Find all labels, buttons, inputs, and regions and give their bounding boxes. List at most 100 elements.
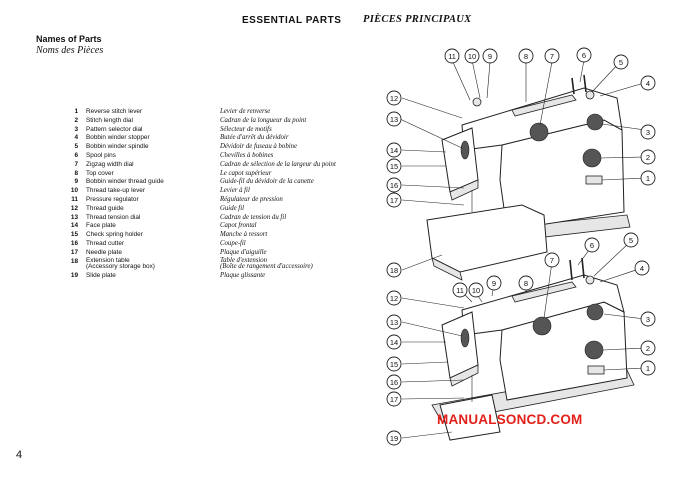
- section-heading-fr: Noms des Pièces: [36, 45, 104, 56]
- part-name-en: Thread take-up lever: [86, 187, 145, 195]
- part-name-en: Bobbin winder stopper: [86, 134, 150, 142]
- part-name-en: Stitch length dial: [86, 116, 133, 124]
- callout-label: 18: [390, 266, 398, 275]
- part-number: 6: [74, 151, 78, 159]
- callout-15: 15: [386, 356, 402, 372]
- callout-label: 12: [390, 94, 398, 103]
- part-number: 13: [70, 213, 78, 221]
- callout-2: 2: [640, 149, 656, 165]
- callout-1: 1: [640, 360, 656, 376]
- callout-13: 13: [386, 111, 402, 127]
- part-name-en: Check spring holder: [86, 231, 143, 239]
- callout-3: 3: [640, 124, 656, 140]
- part-name-en: Face plate: [86, 222, 116, 230]
- callout-3: 3: [640, 311, 656, 327]
- callout-label: 3: [646, 128, 650, 137]
- callout-label: 9: [488, 52, 492, 61]
- callout-14: 14: [386, 142, 402, 158]
- machine-illustration-top: [426, 74, 631, 281]
- part-name-en: Needle plate: [86, 248, 122, 256]
- callout-6: 6: [584, 237, 600, 253]
- part-name-en: Slide plate: [86, 271, 116, 279]
- list-item: 14 Face plate Capot frontal: [62, 222, 362, 231]
- part-number: 2: [74, 116, 78, 124]
- part-name-fr: Dévidoir de fuseau à bobine: [220, 143, 298, 151]
- page-title-en: ESSENTIAL PARTS: [242, 15, 342, 26]
- part-name-en-line2: (Accessory storage box): [86, 263, 155, 271]
- part-number: 14: [70, 222, 78, 230]
- callout-label: 7: [550, 52, 554, 61]
- part-number: 11: [71, 195, 78, 203]
- callout-15: 15: [386, 158, 402, 174]
- sewing-machine-diagrams: 11 10 9 8 7 6 5 4 12 13 14 15 16 17 18 3…: [386, 47, 656, 446]
- callout-12: 12: [386, 90, 402, 106]
- part-name-en: Thread cutter: [86, 239, 125, 247]
- watermark: MANUALSONCD.COM: [437, 412, 583, 427]
- callout-label: 2: [646, 153, 650, 162]
- part-number: 16: [70, 239, 78, 247]
- part-number: 15: [70, 231, 78, 239]
- callout-17: 17: [386, 192, 402, 208]
- callout-19: 19: [386, 430, 402, 446]
- part-name-en: Bobbin winder spindle: [86, 143, 149, 151]
- callout-label: 3: [646, 315, 650, 324]
- callout-label: 6: [582, 51, 586, 60]
- part-name-fr: Cadran de la longueur du point: [220, 116, 307, 124]
- part-name-fr: Cadran de sélection de la largeur du poi…: [220, 160, 336, 168]
- callout-label: 13: [390, 115, 398, 124]
- callout-17: 17: [386, 391, 402, 407]
- part-name-en: Bobbin winder thread guide: [86, 178, 164, 186]
- part-name-fr: Table d'extension(Boîte de rangement d'a…: [220, 257, 313, 271]
- page-title-fr: PIÈCES PRINCIPAUX: [363, 14, 472, 25]
- part-name-fr: Cadran de tension du fil: [220, 213, 287, 221]
- callout-label: 10: [472, 286, 480, 295]
- callout-label: 6: [590, 241, 594, 250]
- part-name-fr: Capot frontal: [220, 222, 257, 230]
- part-number: 9: [74, 178, 78, 186]
- part-number: 4: [74, 134, 78, 142]
- callout-12: 12: [386, 290, 402, 306]
- callout-16: 16: [386, 177, 402, 193]
- callout-4: 4: [634, 260, 650, 276]
- callout-label: 8: [524, 279, 528, 288]
- callout-4: 4: [640, 75, 656, 91]
- part-name-fr: Chevilles à bobines: [220, 151, 274, 159]
- part-name-en-line1: Extension table: [86, 256, 130, 264]
- part-name-fr: Butée d'arrêt du dévidoir: [220, 134, 289, 142]
- section-heading-en: Names of Parts: [36, 34, 102, 44]
- callout-label: 17: [390, 196, 398, 205]
- callout-label: 8: [524, 52, 528, 61]
- part-number: 1: [74, 108, 78, 115]
- callout-11: 11: [444, 48, 460, 64]
- part-name-en: Top cover: [86, 169, 114, 177]
- callout-8: 8: [518, 48, 534, 64]
- callout-8: 8: [518, 275, 534, 291]
- machine-illustration-bottom: [431, 257, 635, 441]
- callout-label: 17: [390, 395, 398, 404]
- callout-label: 2: [646, 344, 650, 353]
- callout-label: 19: [390, 434, 398, 443]
- part-number: 3: [74, 125, 78, 133]
- callout-16: 16: [386, 374, 402, 390]
- callout-label: 5: [619, 58, 623, 67]
- page-number: 4: [16, 449, 23, 461]
- callout-label: 15: [390, 162, 398, 171]
- callout-label: 14: [390, 146, 398, 155]
- list-item: 2 Stitch length dial Cadran de la longueur…: [62, 117, 362, 126]
- part-name-fr: Levier à fil: [220, 187, 250, 195]
- part-name-en: Thread guide: [86, 204, 124, 212]
- callout-label: 15: [390, 360, 398, 369]
- part-name-fr: Guide fil: [220, 204, 244, 212]
- part-name-en: Zigzag width dial: [86, 160, 134, 168]
- callout-7: 7: [544, 252, 560, 268]
